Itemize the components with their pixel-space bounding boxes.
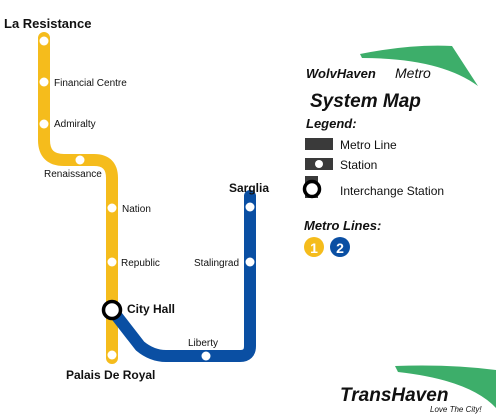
brand-logo-swoosh	[360, 45, 478, 86]
label-city-hall: City Hall	[127, 302, 175, 316]
station-dot-nation[interactable]	[107, 203, 117, 213]
station-dot-liberty[interactable]	[201, 351, 211, 361]
label-republic: Republic	[121, 258, 160, 269]
label-stalingrad: Stalingrad	[194, 258, 239, 269]
line-badge-2-label: 2	[336, 240, 344, 256]
station-dot-stalingrad[interactable]	[245, 257, 255, 267]
station-dot-palais-de-royal[interactable]	[107, 350, 117, 360]
station-dot-sarglia[interactable]	[245, 202, 255, 212]
legend-heading: Legend:	[306, 116, 357, 131]
brand-name-bold: WolvHaven	[306, 66, 376, 81]
map-title: System Map	[310, 91, 421, 112]
station-dot-financial-centre[interactable]	[39, 77, 49, 87]
station-dot-la-resistance[interactable]	[39, 36, 49, 46]
footer-logo-swoosh	[395, 365, 496, 408]
line-badge-1[interactable]	[304, 237, 324, 257]
legend-station-dot	[315, 160, 323, 168]
line-badge-2[interactable]	[330, 237, 350, 257]
label-renaissance: Renaissance	[44, 169, 102, 180]
label-palais-de-royal: Palais De Royal	[66, 368, 155, 382]
line-2-track	[106, 190, 256, 362]
label-sarglia: Sarglia	[229, 181, 269, 195]
interchange-city-hall[interactable]	[101, 299, 123, 321]
label-la-resistance: La Resistance	[4, 16, 91, 31]
label-admiralty: Admiralty	[54, 119, 96, 130]
legend-line-swatch	[305, 138, 333, 150]
legend-interchange: Interchange Station	[340, 184, 444, 198]
station-dot-admiralty[interactable]	[39, 119, 49, 129]
line-badge-1-label: 1	[310, 240, 318, 256]
legend-interchange-ring	[302, 179, 322, 199]
label-financial-centre: Financial Centre	[54, 78, 127, 89]
legend-metro-line: Metro Line	[340, 138, 397, 152]
label-nation: Nation	[122, 204, 151, 215]
brand-name-light: Metro	[395, 65, 431, 81]
station-dot-republic[interactable]	[107, 257, 117, 267]
label-liberty: Liberty	[188, 338, 218, 349]
metro-lines-heading: Metro Lines:	[304, 218, 381, 233]
footer-tagline: Love The City!	[430, 405, 482, 414]
footer-logo-bold: TransHaven	[340, 385, 448, 406]
legend-station: Station	[340, 158, 377, 172]
station-dot-renaissance[interactable]	[75, 155, 85, 165]
